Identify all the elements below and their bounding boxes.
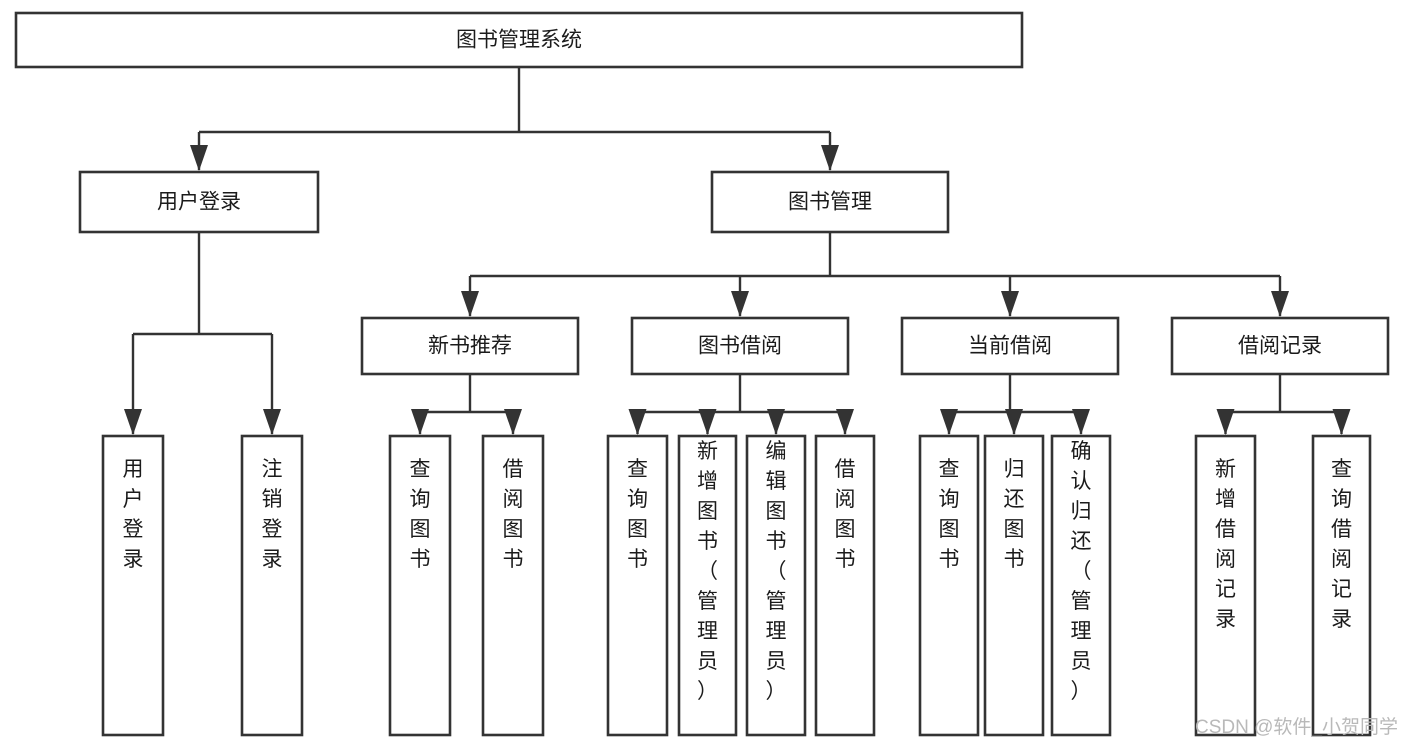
node-leaf-query-borrow-record-label: 查询借阅记录 [1331,458,1352,631]
node-leaf-edit-book-admin-box[interactable] [745,434,807,737]
node-leaf-confirm-return-admin[interactable]: 确认归还（管理员） [1050,434,1112,737]
node-leaf-query-book-1-box[interactable] [388,434,452,737]
node-leaf-query-book-2-label: 查询图书 [627,458,648,571]
node-leaf-add-book-admin-box[interactable] [677,434,738,737]
node-leaf-borrow-book-2-label: 借阅图书 [835,458,856,571]
node-book-management[interactable]: 图书管理 [710,170,950,234]
arrow-head-icon [1216,409,1235,435]
arrow-head-icon [1271,291,1289,317]
node-boxes: 图书管理系统用户登录图书管理新书推荐图书借阅当前借阅借阅记录用户登录注销登录查询… [14,11,1390,737]
node-root[interactable]: 图书管理系统 [14,11,1024,69]
node-leaf-add-book-admin-label: 新增图书（管理员） [697,440,718,703]
arrow-head-icon [411,409,429,435]
node-leaf-user-login-label: 用户登录 [123,458,144,571]
arrow-head-icon [731,291,749,317]
node-leaf-query-book-2[interactable]: 查询图书 [606,434,669,737]
node-leaf-edit-book-admin[interactable]: 编辑图书（管理员） [745,434,807,737]
node-current-borrow-box[interactable] [900,316,1120,376]
node-leaf-user-logout-box[interactable] [240,434,304,737]
arrow-head-icon [1001,291,1019,317]
node-leaf-user-logout[interactable]: 注销登录 [240,434,304,737]
arrow-head-icon [190,145,208,171]
node-leaf-query-book-3-box[interactable] [918,434,980,737]
node-leaf-borrow-book-2[interactable]: 借阅图书 [814,434,876,737]
node-book-borrow[interactable]: 图书借阅 [630,316,850,376]
node-book-borrow-label: 图书借阅 [698,335,782,358]
node-new-book-recommend[interactable]: 新书推荐 [360,316,580,376]
node-user-login-label: 用户登录 [157,191,241,214]
node-leaf-query-book-1-label: 查询图书 [410,458,431,571]
node-leaf-borrow-book-1-box[interactable] [481,434,545,737]
arrow-head-icon [1072,409,1090,435]
node-leaf-add-borrow-record-box[interactable] [1194,434,1257,737]
node-leaf-borrow-book-1[interactable]: 借阅图书 [481,434,545,737]
node-new-book-recommend-label: 新书推荐 [428,335,512,358]
node-leaf-confirm-return-admin-label: 确认归还（管理员） [1071,440,1092,703]
node-leaf-query-borrow-record[interactable]: 查询借阅记录 [1311,434,1372,737]
node-user-login[interactable]: 用户登录 [78,170,320,234]
node-leaf-add-borrow-record-label: 新增借阅记录 [1215,458,1236,631]
node-leaf-add-book-admin[interactable]: 新增图书（管理员） [677,434,738,737]
arrow-head-icon [767,409,785,435]
node-leaf-user-login[interactable]: 用户登录 [101,434,165,737]
node-book-management-label: 图书管理 [788,191,872,214]
node-leaf-borrow-book-2-box[interactable] [814,434,876,737]
node-current-borrow-label: 当前借阅 [968,335,1052,358]
arrow-head-icon [263,409,281,435]
node-leaf-query-book-2-box[interactable] [606,434,669,737]
arrow-head-icon [1005,409,1023,435]
node-leaf-query-book-1[interactable]: 查询图书 [388,434,452,737]
node-leaf-query-book-3[interactable]: 查询图书 [918,434,980,737]
node-borrow-record[interactable]: 借阅记录 [1170,316,1390,376]
arrow-head-icon [1332,409,1351,435]
arrow-head-icon [836,409,854,435]
node-leaf-return-book[interactable]: 归还图书 [983,434,1045,737]
arrow-head-icon [698,409,717,435]
arrow-head-icon [504,409,522,435]
arrow-heads [124,145,1351,435]
node-leaf-query-borrow-record-box[interactable] [1311,434,1372,737]
node-current-borrow[interactable]: 当前借阅 [900,316,1120,376]
arrow-head-icon [461,291,479,317]
node-leaf-confirm-return-admin-box[interactable] [1050,434,1112,737]
node-leaf-user-login-box[interactable] [101,434,165,737]
node-leaf-borrow-book-1-label: 借阅图书 [503,458,524,571]
arrow-head-icon [940,409,958,435]
node-new-book-recommend-box[interactable] [360,316,580,376]
node-borrow-record-label: 借阅记录 [1238,335,1322,358]
node-leaf-user-logout-label: 注销登录 [262,458,283,571]
arrow-head-icon [821,145,839,171]
arrow-head-icon [628,409,647,435]
node-leaf-add-borrow-record[interactable]: 新增借阅记录 [1194,434,1257,737]
node-leaf-return-book-label: 归还图书 [1004,458,1025,571]
node-leaf-return-book-box[interactable] [983,434,1045,737]
node-root-box[interactable] [14,11,1024,69]
arrow-head-icon [124,409,142,435]
node-leaf-query-book-3-label: 查询图书 [939,458,960,571]
node-book-management-box[interactable] [710,170,950,234]
node-borrow-record-box[interactable] [1170,316,1390,376]
connector-lines [131,67,1343,434]
node-root-label: 图书管理系统 [456,29,582,52]
node-book-borrow-box[interactable] [630,316,850,376]
node-leaf-edit-book-admin-label: 编辑图书（管理员） [766,440,787,703]
csdn-watermark: CSDN @软件_小贺同学 [1195,716,1398,738]
node-user-login-box[interactable] [78,170,320,234]
